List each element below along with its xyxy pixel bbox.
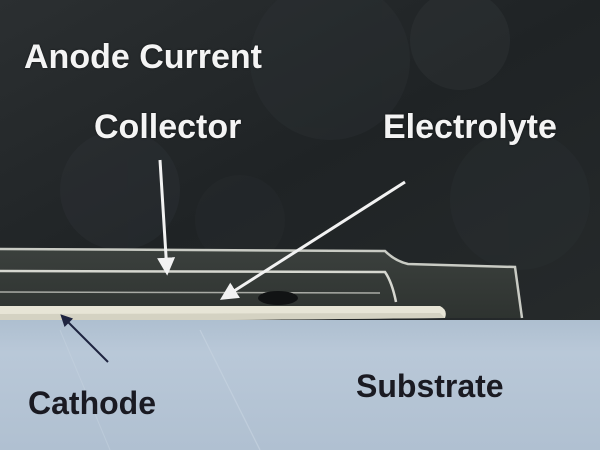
cathode-label: Cathode [28, 385, 156, 421]
cathode-arrow [60, 314, 109, 363]
substrate-label: Substrate [356, 368, 504, 404]
anode-collector-interface [0, 269, 398, 303]
substrate-region [0, 320, 600, 450]
background-texture [60, 0, 590, 270]
substrate-scratch [199, 329, 261, 450]
electrolyte-void [258, 291, 298, 305]
electrolyte-interface [0, 291, 381, 294]
cathode-band-shade [0, 313, 445, 322]
electrolyte-label: Electrolyte [383, 108, 557, 146]
anode-top-edge [0, 247, 524, 319]
anode-collector-arrow [157, 159, 176, 276]
electrolyte-arrow [219, 180, 406, 300]
substrate-scratch [59, 329, 111, 450]
anode-current-collector-label-line2: Collector [94, 108, 242, 146]
anode-current-collector-label-line1: Anode Current [24, 38, 262, 76]
film-stack [0, 250, 522, 318]
